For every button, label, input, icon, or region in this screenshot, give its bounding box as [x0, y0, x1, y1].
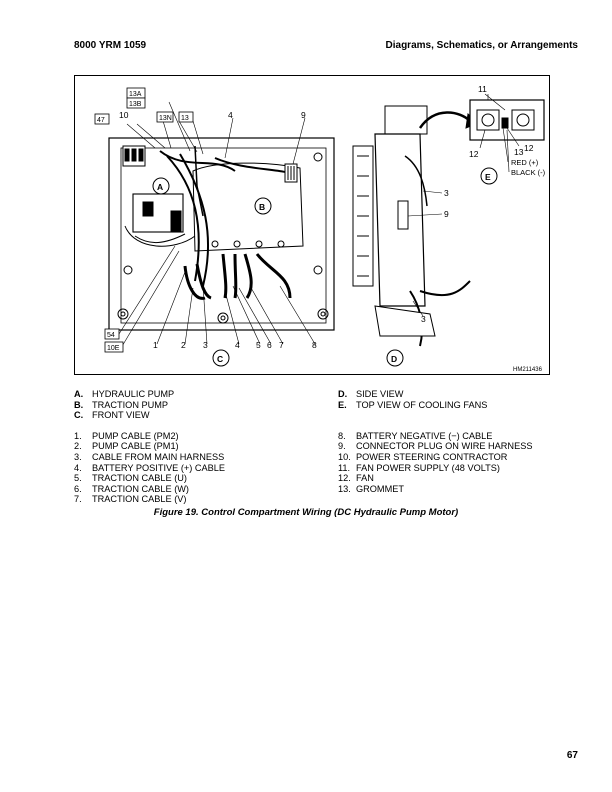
legend-row: A.HYDRAULIC PUMP [74, 389, 175, 399]
callout-13-fan: 13 [514, 147, 524, 157]
legend-left: A.HYDRAULIC PUMP B.TRACTION PUMP C.FRONT… [74, 389, 225, 505]
callout-3-side: 3 [444, 188, 449, 198]
callout-5: 5 [256, 340, 261, 350]
callout-13b: 13B [129, 101, 142, 108]
front-view [108, 101, 335, 349]
side-view [352, 105, 479, 347]
callout-9-top: 9 [301, 110, 306, 120]
callout-8: 8 [312, 340, 317, 350]
callout-2: 2 [181, 340, 186, 350]
legend-row: 10.POWER STEERING CONTRACTOR [338, 451, 508, 462]
callout-6: 6 [267, 340, 272, 350]
callout-54: 54 [107, 332, 115, 339]
callout-11: 11 [478, 84, 487, 94]
callout-13a: 13A [129, 91, 142, 98]
legend-row: 13.GROMMET [338, 483, 404, 494]
view-label-b: B [259, 202, 265, 212]
legend-row: B.TRACTION PUMP [74, 399, 169, 410]
label-red-wire: RED (+) [511, 158, 539, 167]
legend-row: 11.FAN POWER SUPPLY (48 VOLTS) [338, 462, 500, 473]
callout-3: 3 [203, 340, 208, 350]
callout-3-side-bottom: 3 [421, 314, 426, 324]
legend-row: 12.FAN [338, 473, 374, 484]
image-code: HM211436 [513, 367, 543, 373]
callout-10: 10 [119, 110, 129, 120]
view-label-c: C [217, 354, 223, 364]
page-number: 67 [566, 750, 578, 761]
callout-4: 4 [235, 340, 240, 350]
callout-10e: 10E [107, 345, 120, 352]
fan-top-view [469, 93, 545, 173]
callout-9-side: 9 [444, 209, 449, 219]
callout-13: 13 [181, 115, 189, 122]
legend-row: 1.PUMP CABLE (PM2) [74, 430, 179, 441]
callout-12-left: 12 [469, 149, 479, 159]
view-label-d: D [391, 354, 397, 364]
legend-row: D.SIDE VIEW [338, 389, 404, 399]
legend-row: 8.BATTERY NEGATIVE (−) CABLE [338, 430, 493, 441]
callout-7: 7 [279, 340, 284, 350]
callout-12-right: 12 [524, 143, 534, 153]
callout-4-top: 4 [228, 110, 233, 120]
legend-row: 3.CABLE FROM MAIN HARNESS [74, 451, 225, 462]
legend-right: D.SIDE VIEW E.TOP VIEW OF COOLING FANS 8… [338, 389, 532, 494]
view-label-a: A [157, 182, 163, 192]
callout-1: 1 [153, 340, 158, 350]
legend-row: 6.TRACTION CABLE (W) [74, 483, 189, 494]
figure-caption: Figure 19. Control Compartment Wiring (D… [153, 507, 459, 518]
document-id: 8000 YRM 1059 [74, 40, 147, 51]
legend-row: 7.TRACTION CABLE (V) [74, 494, 187, 505]
view-label-e: E [485, 172, 491, 182]
legend-row: 5.TRACTION CABLE (U) [74, 473, 187, 484]
legend-row: 4.BATTERY POSITIVE (+) CABLE [74, 462, 226, 473]
legend-row: 2.PUMP CABLE (PM1) [74, 441, 179, 452]
wiring-figure: 13A 13B 47 10 13N 13 4 9 54 10E 1 2 3 4 … [74, 75, 550, 375]
wiring-illustration: 13A 13B 47 10 13N 13 4 9 54 10E 1 2 3 4 … [94, 84, 546, 373]
legend-row: 9.CONNECTOR PLUG ON WIRE HARNESS [338, 441, 533, 452]
label-black-wire: BLACK (-) [511, 168, 546, 177]
legend-row: E.TOP VIEW OF COOLING FANS [338, 399, 488, 410]
callout-13n: 13N [159, 115, 172, 122]
legend-row: C.FRONT VIEW [74, 410, 150, 421]
callout-47: 47 [97, 117, 105, 124]
section-title: Diagrams, Schematics, or Arrangements [385, 40, 578, 51]
